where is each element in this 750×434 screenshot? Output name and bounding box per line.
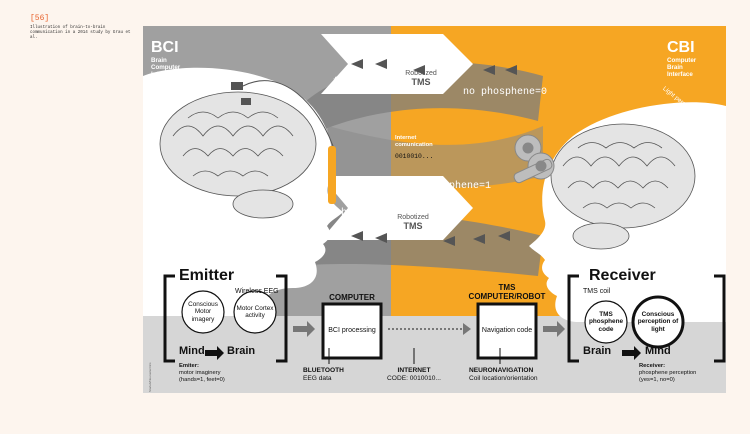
neuronavigation-label: NEURONAVIGATION bbox=[469, 367, 534, 374]
eeg-data-label: EEG data bbox=[303, 375, 332, 382]
no-phosphene-label: no phosphene=0 bbox=[463, 87, 548, 98]
phosphene-label: phosphene=1 bbox=[425, 181, 492, 192]
pipeline-arrows bbox=[293, 321, 565, 337]
emitter-desc-1: motor imaginery bbox=[179, 370, 221, 376]
navigation-code-box bbox=[476, 302, 538, 360]
emitter-mind-label: Mind bbox=[179, 345, 205, 357]
mind-to-brain-arrow bbox=[205, 346, 224, 360]
robotized-bottom-1: Robotized bbox=[397, 214, 429, 221]
emitter-desc-2: (hands=1, feet=0) bbox=[179, 377, 225, 383]
eeg-electrode-side bbox=[241, 98, 251, 105]
tms-title-1: TMS bbox=[498, 283, 516, 292]
bluetooth-label: BLUETOOTH bbox=[303, 367, 344, 374]
robotized-bottom-2: TMS bbox=[403, 221, 423, 231]
brain-to-mind-arrow bbox=[622, 346, 641, 360]
receiver-title: Receiver bbox=[589, 267, 656, 284]
middle-band bbox=[328, 126, 543, 188]
cbi-subtitle-3: Interface bbox=[667, 71, 693, 78]
eeg-electrode-top bbox=[231, 82, 243, 90]
wireless-eeg-label: Wireless EEG bbox=[235, 288, 279, 295]
coil-location-label: Coil location/orientation bbox=[469, 375, 538, 382]
emitter-circle-cortex-activity bbox=[233, 290, 277, 334]
footnote-number: [56] bbox=[30, 14, 50, 23]
receiver-brain-label: Brain bbox=[583, 345, 612, 357]
emitter-brain bbox=[159, 91, 317, 219]
figure-graphics bbox=[143, 26, 726, 393]
emitter-circle-motor-imagery bbox=[181, 290, 225, 334]
robotized-top-2: TMS bbox=[411, 77, 431, 87]
tms-title-2: COMPUTER/ROBOT bbox=[468, 292, 546, 301]
receiver-mind-label: Mind bbox=[645, 345, 671, 357]
bci-subtitle-3: Interface bbox=[151, 71, 177, 78]
tms-coil-label: TMS coil bbox=[583, 288, 611, 295]
bci-processing-box bbox=[321, 302, 383, 360]
bci-subtitle-1: Brain bbox=[151, 57, 167, 64]
cbi-title: CBI bbox=[667, 39, 695, 56]
eeg-amplifier bbox=[328, 146, 336, 204]
navigation-code-label: Navigation code bbox=[481, 327, 533, 334]
flow-arrows bbox=[351, 59, 517, 246]
eeg-cable bbox=[242, 80, 334, 147]
emitter-title: Emitter bbox=[179, 267, 235, 284]
brain-to-brain-figure: BCI Brain Computer Interface Motor image… bbox=[143, 26, 726, 393]
receiver-brain bbox=[550, 123, 696, 250]
robotized-top-1: Robotized bbox=[405, 70, 437, 77]
emitter-desc-title: Emiter: bbox=[179, 363, 199, 369]
footnote-caption: Illustration of brain-to-brain communica… bbox=[30, 26, 131, 40]
receiver-desc-2: (yes=1, no=0) bbox=[639, 377, 675, 383]
receiver-desc-1: phosphene perception bbox=[639, 370, 697, 376]
feet-label: feet=0 bbox=[333, 77, 370, 88]
cbi-subtitle-1: Computer bbox=[667, 57, 697, 64]
bci-subtitle-2: Computer bbox=[151, 64, 181, 71]
emitter-brain-label: Brain bbox=[227, 345, 256, 357]
bottom-chevron-arrow bbox=[321, 176, 473, 240]
credit-label: Starlab/Neuroelectrics bbox=[148, 362, 152, 392]
receiver-circle-tms-code bbox=[584, 300, 628, 344]
bci-title: BCI bbox=[151, 39, 179, 56]
footer-tick-marks bbox=[328, 348, 501, 364]
receiver-desc-title: Receiver: bbox=[639, 363, 666, 369]
hands-label: hands=1 bbox=[341, 208, 384, 219]
emitter-circle2-label: Motor Cortex activity bbox=[236, 304, 274, 319]
receiver-bracket bbox=[567, 274, 726, 363]
receiver-circle-perception bbox=[631, 295, 685, 349]
internet-code-footer: CODE: 0010010... bbox=[387, 375, 441, 382]
top-chevron-arrow bbox=[321, 34, 473, 94]
emitter-bracket bbox=[163, 274, 288, 363]
tms-coil-icon bbox=[513, 134, 555, 184]
internet-footer-label: INTERNET bbox=[397, 367, 431, 374]
cbi-subtitle-2: Brain bbox=[667, 64, 683, 71]
internet-label-2: comunication bbox=[395, 142, 433, 148]
internet-code-label: 0010010... bbox=[395, 153, 434, 160]
receiver-circle2-label: Conscious perception of light bbox=[637, 310, 679, 333]
computer-title: COMPUTER bbox=[329, 293, 375, 302]
bci-processing-label: BCI processing bbox=[328, 327, 376, 334]
emitter-circle1-label: Conscious Motor imagery bbox=[188, 300, 218, 323]
receiver-circle1-label: TMS phosphene code bbox=[588, 310, 624, 333]
internet-label-1: Internet bbox=[395, 135, 417, 141]
